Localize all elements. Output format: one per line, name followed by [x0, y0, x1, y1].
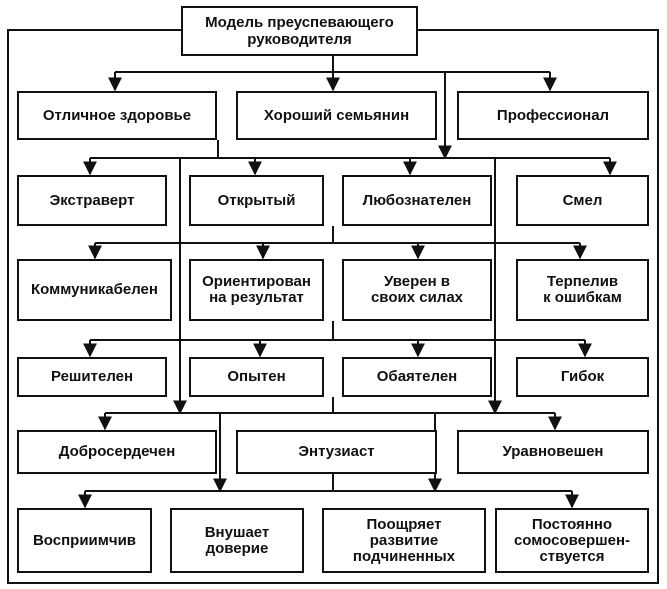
node-health: Отличное здоровье [17, 91, 217, 140]
node-brave: Смел [516, 175, 649, 226]
node-experienced: Опытен [189, 357, 324, 397]
node-charming: Обаятелен [342, 357, 492, 397]
node-curious: Любознателен [342, 175, 492, 226]
node-family: Хороший семьянин [236, 91, 437, 140]
node-enthusiast: Энтузиаст [236, 430, 437, 474]
node-self-improving: Постоянно сомосовершен- ствуется [495, 508, 649, 573]
title-box: Модель преуспевающего руководителя [181, 6, 418, 56]
node-tolerant: Терпелив к ошибкам [516, 259, 649, 321]
node-balanced: Уравновешен [457, 430, 649, 474]
node-flexible: Гибок [516, 357, 649, 397]
node-decisive: Решителен [17, 357, 167, 397]
connectors [78, 56, 617, 509]
node-result-oriented: Ориентирован на результат [189, 259, 324, 321]
node-receptive: Восприимчив [17, 508, 152, 573]
node-kind: Добросердечен [17, 430, 217, 474]
node-encourages: Поощряет развитие подчиненных [322, 508, 486, 573]
node-open: Открытый [189, 175, 324, 226]
node-self-confident: Уверен в своих силах [342, 259, 492, 321]
node-extravert: Экстраверт [17, 175, 167, 226]
node-communicative: Коммуникабелен [17, 259, 172, 321]
node-professional: Профессионал [457, 91, 649, 140]
node-trustworthy: Внушает доверие [170, 508, 304, 573]
